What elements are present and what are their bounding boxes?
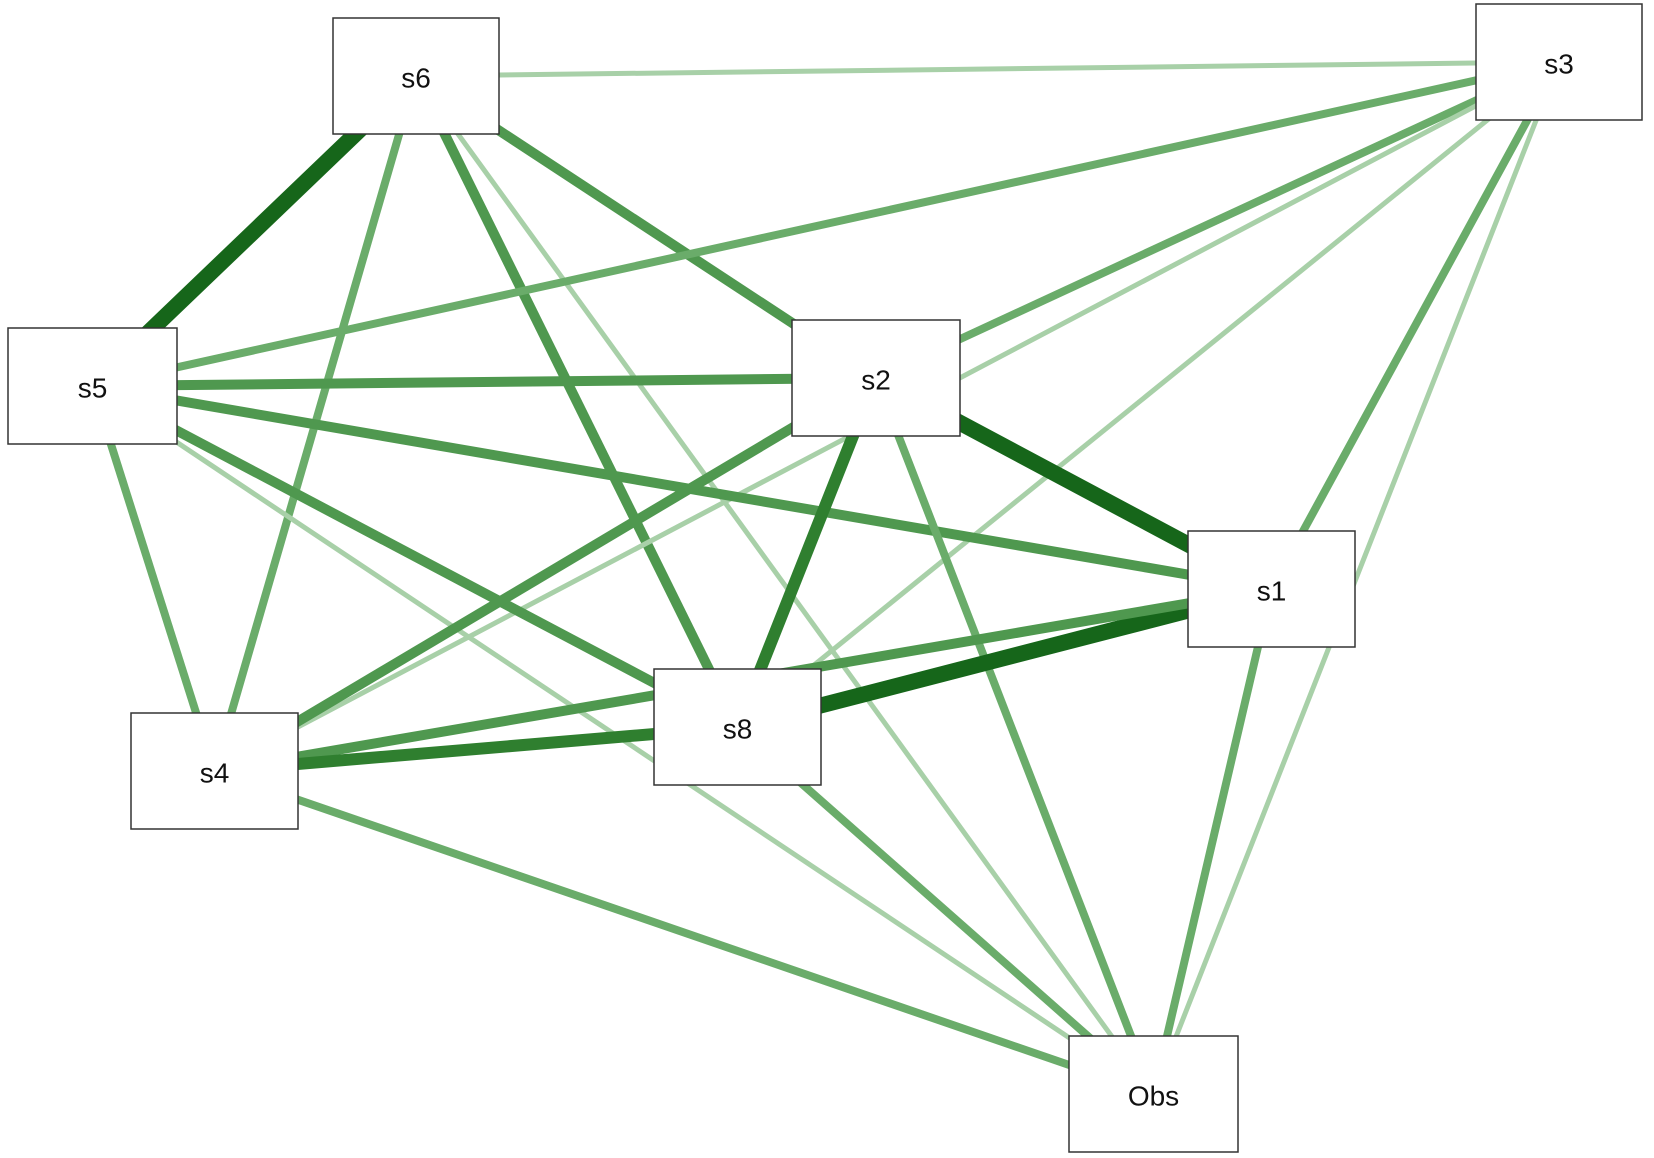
node-s3: s3 [1475, 3, 1643, 121]
node-label: s3 [1544, 49, 1574, 80]
node-label: s1 [1257, 576, 1287, 607]
edge-s8-s4 [213, 721, 739, 777]
edges-layer [86, 58, 1563, 1098]
node-box [791, 319, 961, 437]
edge-s6-s8 [411, 73, 742, 730]
edge-s5-s4 [88, 384, 219, 773]
node-box [332, 17, 500, 135]
node-label: s5 [78, 373, 108, 404]
node-obs: Obs [1068, 1035, 1239, 1153]
node-label: Obs [1128, 1081, 1179, 1112]
node-label: s2 [861, 365, 891, 396]
node-s5: s5 [7, 327, 178, 445]
edge-s6-obs [413, 74, 1156, 1096]
edge-s2-obs [872, 376, 1158, 1096]
node-label: s8 [723, 714, 753, 745]
node-box [1475, 3, 1643, 121]
node-s4: s4 [130, 712, 299, 830]
edge-s3-s2 [874, 58, 1561, 382]
node-box [1187, 530, 1356, 648]
edge-s6-s3 [415, 59, 1560, 79]
node-box [7, 327, 178, 445]
edge-s5-s2 [92, 373, 877, 391]
node-label: s4 [200, 758, 230, 789]
edge-s1-s8 [735, 581, 1274, 735]
node-box [1068, 1035, 1239, 1153]
edge-s5-s8 [90, 381, 740, 732]
node-s2: s2 [791, 319, 961, 437]
edge-s3-s1 [1267, 60, 1563, 591]
node-s6: s6 [332, 17, 500, 135]
edge-s3-obs [1151, 61, 1562, 1095]
node-box [130, 712, 299, 830]
edge-s3-s5 [91, 58, 1560, 390]
edge-s4-obs [213, 767, 1155, 1098]
edge-s1-obs [1149, 588, 1276, 1095]
edge-s8-obs [734, 724, 1157, 1097]
node-s8: s8 [653, 668, 822, 786]
node-box [653, 668, 822, 786]
node-s1: s1 [1187, 530, 1356, 648]
node-label: s6 [401, 63, 431, 94]
edge-s3-s8 [735, 60, 1561, 729]
edge-s2-s4 [211, 373, 879, 776]
